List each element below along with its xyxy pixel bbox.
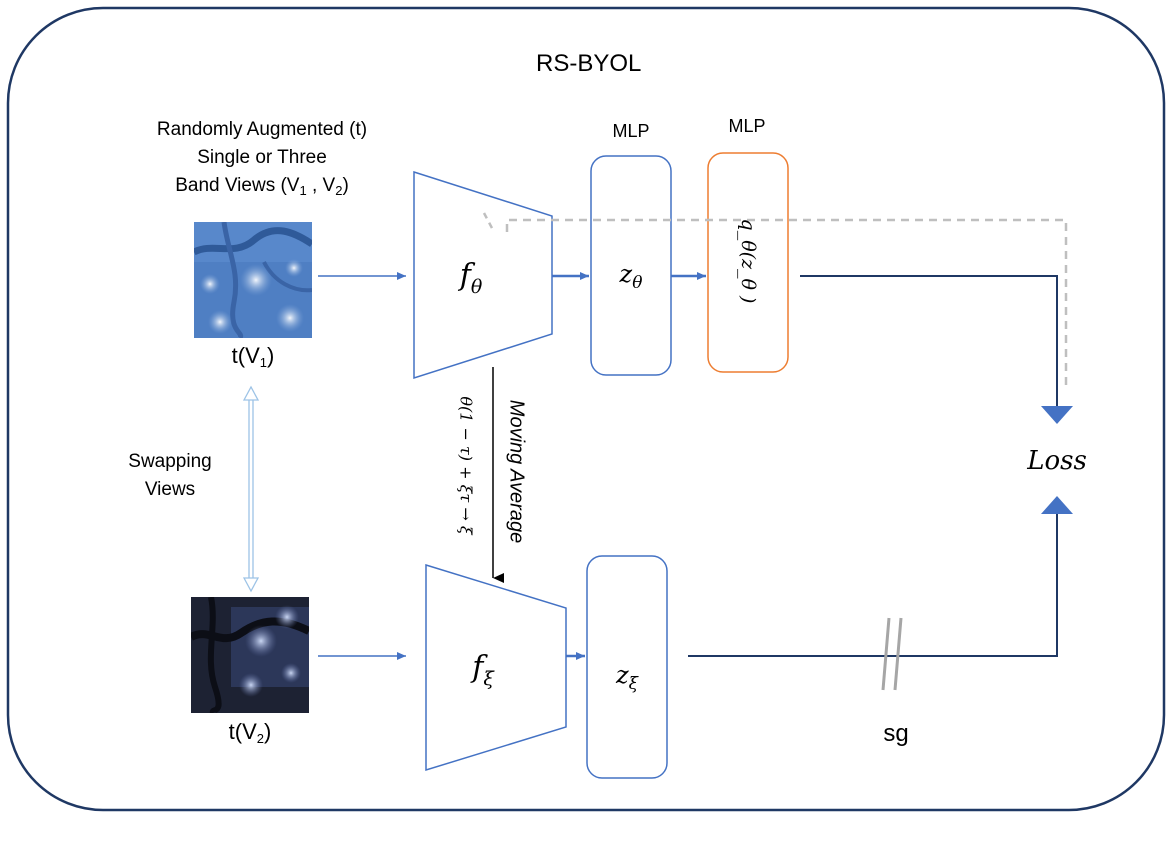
mlp-label-predictor: MLP bbox=[728, 116, 766, 136]
loss-arrowhead-bottom bbox=[1041, 496, 1073, 514]
predictor-label: q_θ(z_θ ) bbox=[737, 218, 759, 304]
online-projector-label: zθ bbox=[619, 260, 643, 293]
loss-arrowhead-top bbox=[1041, 406, 1073, 424]
diagram-title: RS-BYOL bbox=[536, 50, 642, 77]
swapping-views-label: Swapping Views bbox=[110, 448, 230, 504]
swap-double-arrow bbox=[242, 385, 260, 593]
target-encoder-label: fξ bbox=[472, 650, 494, 690]
target-encoder-shape bbox=[425, 563, 567, 772]
line-target-to-loss bbox=[688, 512, 1058, 657]
line-predictor-to-loss bbox=[800, 275, 1058, 408]
augmentation-caption-line2: Single or Three bbox=[197, 147, 327, 168]
augmentation-caption-line1: Randomly Augmented (t) bbox=[156, 119, 368, 140]
online-encoder-label: fθ bbox=[459, 258, 483, 298]
loss-label: Loss bbox=[1027, 446, 1087, 476]
gradient-dashed-tick bbox=[482, 212, 495, 231]
target-projector-label: zξ bbox=[615, 661, 639, 694]
online-encoder-shape bbox=[413, 170, 553, 380]
online-projector-box bbox=[590, 155, 672, 376]
sg-slash-2 bbox=[893, 617, 903, 691]
sg-slash-1 bbox=[881, 617, 891, 691]
view1-image bbox=[194, 222, 312, 338]
view2-label: t(V2) bbox=[228, 719, 272, 746]
mlp-label-projector: MLP bbox=[612, 121, 650, 141]
gradient-dashed-path bbox=[505, 218, 1068, 385]
moving-average-formula: θ(1 − τ) + ξτ → ξ bbox=[456, 396, 476, 535]
outer-frame bbox=[6, 6, 1166, 812]
stop-gradient-label: sg bbox=[883, 720, 909, 747]
target-projector-box bbox=[586, 555, 668, 779]
augmentation-caption-line3: Band Views (V1 , V2) bbox=[175, 175, 349, 198]
view2-image bbox=[191, 597, 309, 713]
swapping-line2: Views bbox=[144, 479, 196, 500]
swapping-line1: Swapping bbox=[128, 451, 212, 472]
augmentation-caption: Randomly Augmented (t) Single or Three B… bbox=[112, 116, 412, 205]
view1-label: t(V1) bbox=[231, 343, 275, 370]
predictor-box bbox=[707, 152, 789, 373]
moving-average-label: Moving Average bbox=[505, 399, 528, 544]
